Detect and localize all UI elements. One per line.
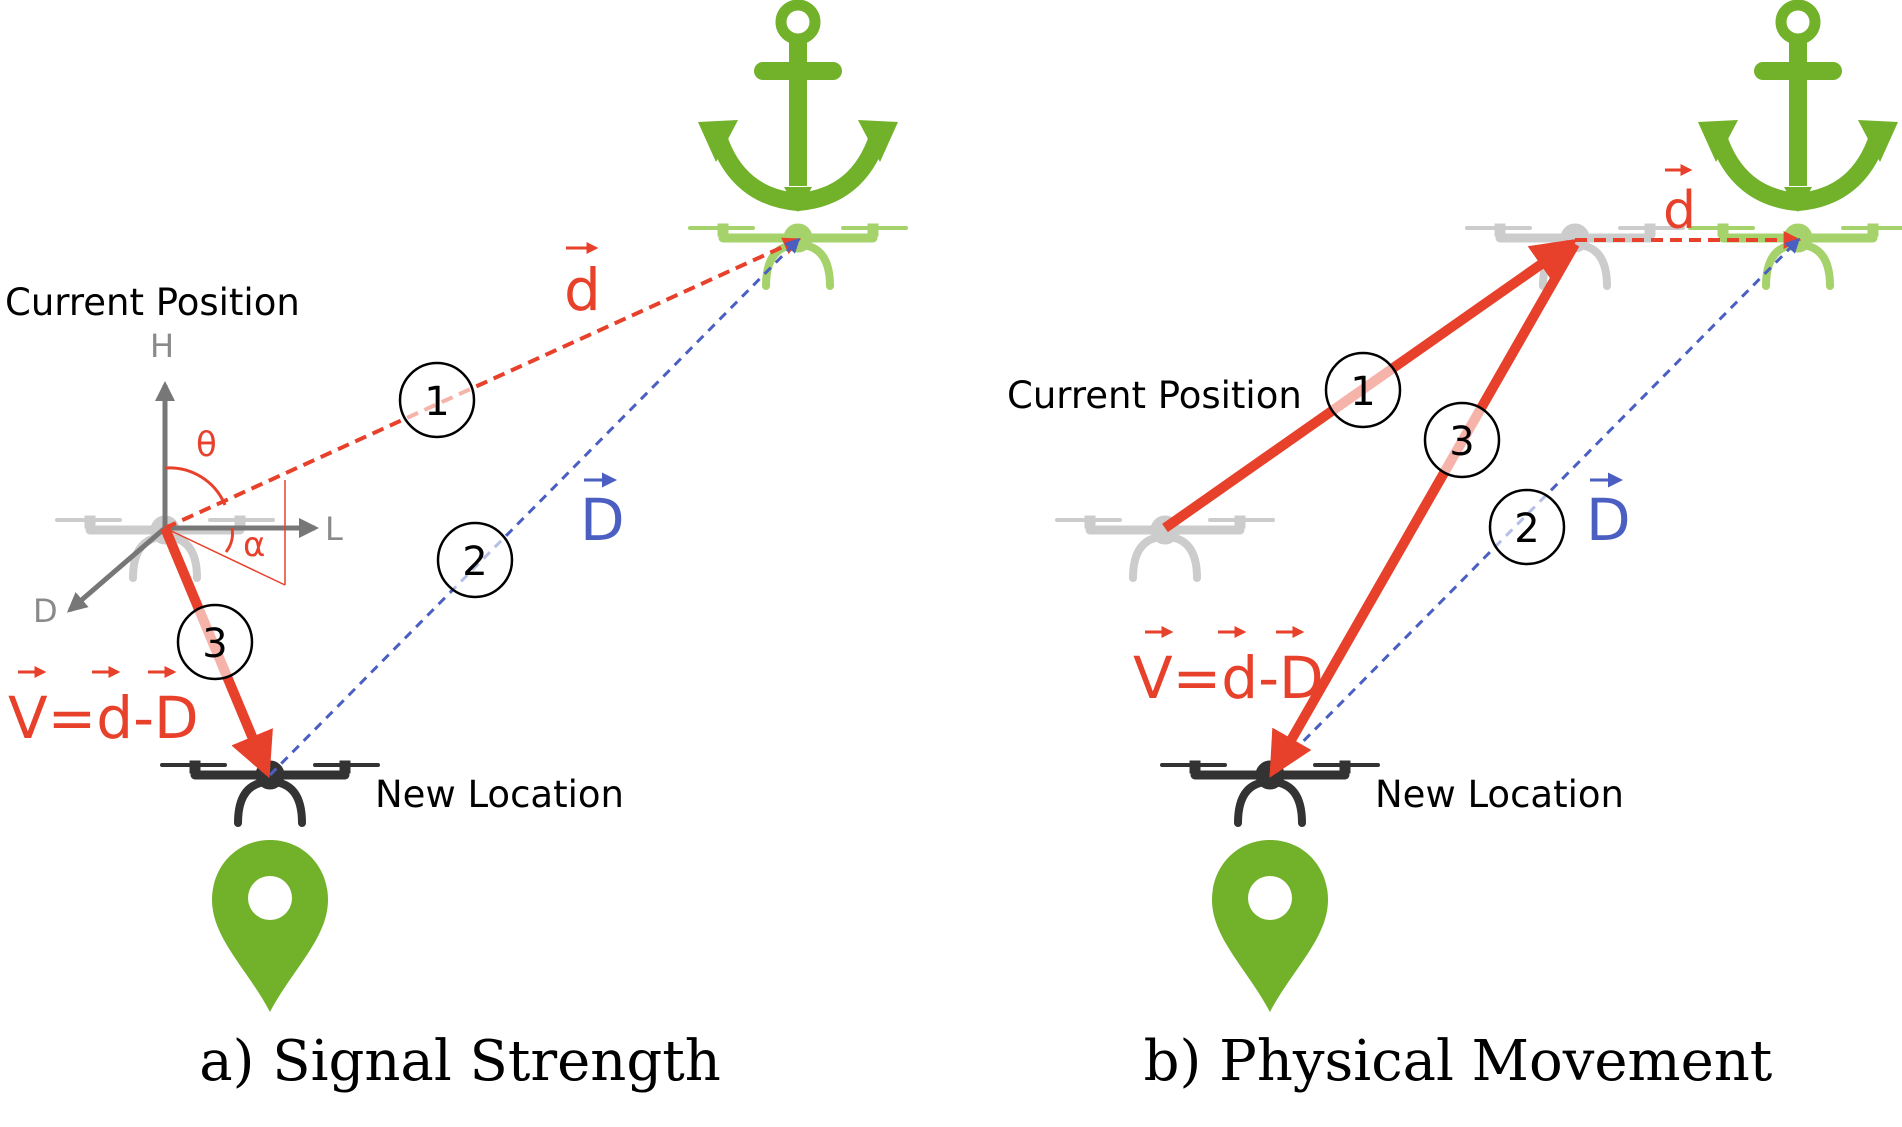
vector-D-label: D [580,486,625,554]
step-1-badge: 1 [398,361,476,439]
axis-d-line [66,526,167,613]
step-3-label: 3 [1449,419,1474,465]
step-3-badge: 3 [1423,401,1501,479]
step-1-label: 1 [1350,369,1375,415]
vector-D-line [268,237,801,777]
vector-d-label: d [564,256,601,324]
new-location-label: New Location [375,773,624,816]
theta-arc [164,466,227,506]
target-drone-icon [690,224,906,286]
intermediate-drone-icon [1467,224,1683,286]
new-drone-icon [1162,761,1378,823]
new-location-label: New Location [1375,773,1624,816]
step-3-badge: 3 [176,603,254,681]
axis-d-label: D [33,592,58,630]
current-position-label: Current Position [1007,374,1302,417]
step-2-badge: 2 [436,521,514,599]
caption-a: a) Signal Strength [199,1029,721,1094]
formula-label: V=d-D [8,684,199,752]
axis-l-label: L [325,510,343,548]
anchor-icon [1698,5,1898,212]
alpha-arc [224,527,234,553]
caption-b: b) Physical Movement [1144,1029,1773,1094]
alpha-guide-diagonal [164,527,286,586]
location-pin-icon [212,840,328,1012]
panel-b: 1 2 3 Current Position New Location d D … [1007,5,1902,1094]
alpha-label: α [243,525,265,565]
step-1-badge: 1 [1324,351,1402,429]
vector-d-line [164,237,802,530]
axis-h-label: H [150,327,174,365]
step-2-badge: 2 [1488,488,1566,566]
step-3-label: 3 [202,621,227,667]
theta-label: θ [196,425,217,465]
vector-D-label: D [1586,486,1631,554]
formula-label: V=d-D [1133,644,1324,712]
vector-V-line [1269,241,1580,778]
target-drone-icon [1690,224,1902,286]
new-drone-icon [162,761,378,823]
panel-a: 1 2 3 Current Position New Location H L … [5,5,906,1094]
step-2-label: 2 [1514,506,1539,552]
vector-d-label: d [1663,181,1696,241]
anchor-icon [698,5,898,212]
step-2-label: 2 [462,539,487,585]
location-pin-icon [1212,840,1328,1012]
current-position-label: Current Position [5,281,300,324]
step-1-label: 1 [424,379,449,425]
